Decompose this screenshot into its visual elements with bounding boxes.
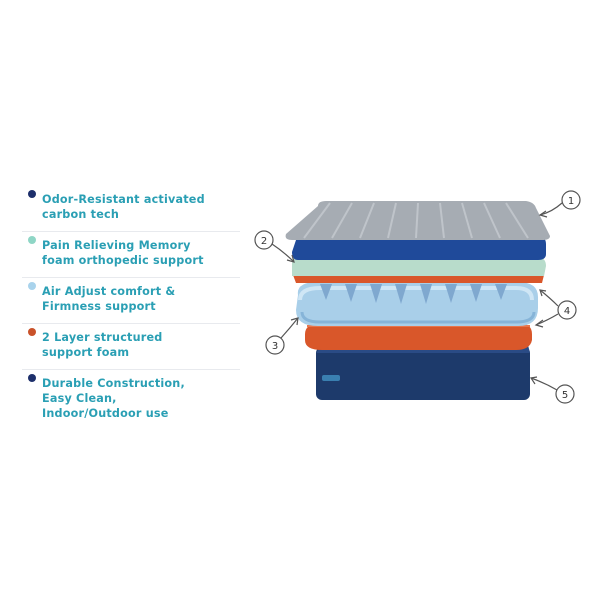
callout-1 <box>538 190 581 218</box>
callout-5-arrow <box>530 377 558 391</box>
callout-1-circle <box>561 190 581 210</box>
callout-4 <box>534 289 577 328</box>
callout-5-circle <box>555 384 575 404</box>
base-body <box>316 347 530 400</box>
base-layer <box>316 345 530 400</box>
thin-foam-shape <box>293 275 544 283</box>
callout-3-label: 3 <box>272 341 278 352</box>
bullet-dot <box>28 328 36 336</box>
callout-1-label: 1 <box>568 196 574 207</box>
callout-4-arrow <box>539 289 559 307</box>
callout-1-arrow <box>539 202 563 216</box>
feature-item-durable: Durable Construction,Easy Clean,Indoor/O… <box>22 370 240 430</box>
support-foam-shape <box>305 323 532 350</box>
feature-label: Durable Construction,Easy Clean,Indoor/O… <box>42 377 185 420</box>
callout-4-circle <box>557 300 577 320</box>
callout-2-circle <box>254 230 274 250</box>
top-cover-layer <box>285 201 550 240</box>
bullet-dot <box>28 374 36 382</box>
feature-item-air-adjust: Air Adjust comfort &Firmness support <box>22 278 240 324</box>
callout-5 <box>529 376 575 404</box>
callout-2 <box>254 230 295 263</box>
bullet-dot <box>28 236 36 244</box>
bullet-dot <box>28 190 36 198</box>
callout-2-label: 2 <box>261 236 267 247</box>
callout-3 <box>265 317 299 355</box>
carbon-layer-shape <box>292 234 546 260</box>
memory-foam-shape <box>292 256 546 276</box>
support-foam-layer <box>305 323 532 350</box>
callout-3-arrow <box>280 317 299 339</box>
callout-4-label: 4 <box>564 306 570 317</box>
callout-3-circle <box>265 335 285 355</box>
bullet-dot <box>28 282 36 290</box>
feature-label: Air Adjust comfort &Firmness support <box>42 285 176 313</box>
callout-2-arrow <box>271 243 295 263</box>
air-chamber-layer <box>296 282 538 326</box>
callout-5-label: 5 <box>562 390 568 401</box>
thin-foam-layer <box>293 275 544 283</box>
